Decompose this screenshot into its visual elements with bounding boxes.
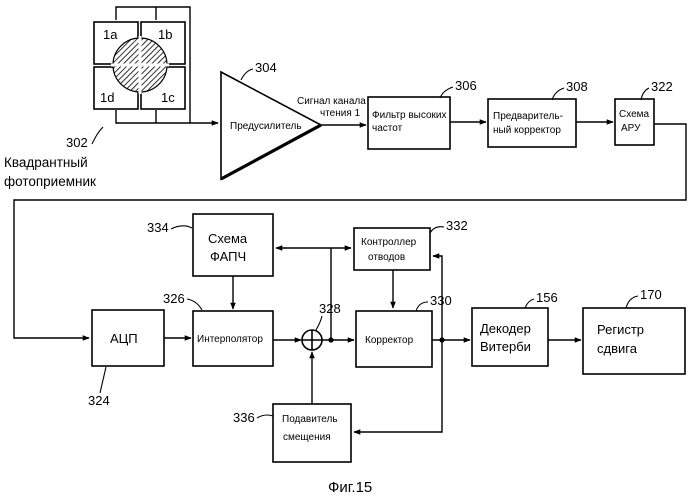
- pll-ref-leader: [171, 226, 192, 229]
- agc-circuit: Схема АРУ 322: [615, 79, 673, 145]
- photodetector-ref-leader: [92, 127, 103, 144]
- photodetector-label-line1: Квадрантный: [4, 155, 88, 170]
- tap-controller-box: [354, 228, 430, 270]
- quadrant-1c-label: 1c: [161, 90, 175, 105]
- shift-register-ref: 170: [640, 287, 662, 302]
- pre-equalizer-box: [488, 99, 576, 147]
- shift-register: Регистр сдвига 170: [583, 287, 685, 374]
- quadrant-1a-label: 1a: [103, 27, 118, 42]
- pll-label-line2: ФАПЧ: [210, 249, 246, 264]
- adder-ref: 328: [319, 301, 341, 316]
- viterbi-label-line2: Витерби: [480, 339, 531, 354]
- pre-eq-label-line2: ный корректор: [493, 125, 561, 136]
- pre-eq-ref: 308: [566, 79, 588, 94]
- hpf-label-line2: частот: [372, 123, 403, 134]
- offset-canceller-ref: 336: [233, 410, 255, 425]
- adc-ref-leader: [100, 367, 106, 393]
- photodetector-label-line2: фотоприемник: [4, 174, 96, 189]
- pre-equalizer: Предваритель- ный корректор 308: [488, 79, 588, 147]
- pre-eq-label-line1: Предваритель-: [493, 111, 563, 122]
- offset-canceller-ref-leader: [257, 415, 273, 418]
- pll-label-line1: Схема: [208, 231, 248, 246]
- agc-label-line2: АРУ: [621, 123, 641, 134]
- hpf-ref: 306: [455, 78, 477, 93]
- equalizer-label: Корректор: [365, 335, 414, 346]
- agc-ref: 322: [651, 79, 673, 94]
- figure-caption: Фиг.15: [328, 479, 372, 496]
- adc: АЦП 324: [88, 310, 164, 408]
- interpolator-ref-leader: [187, 299, 202, 310]
- preamplifier: Предусилитель 304: [221, 60, 321, 179]
- viterbi-box: [472, 308, 548, 366]
- viterbi-decoder: Декодер Витерби 156: [472, 290, 558, 366]
- pll-ref: 334: [147, 220, 169, 235]
- pre-eq-ref-leader: [552, 88, 564, 100]
- agc-box: [615, 99, 654, 145]
- tap-controller-label-line2: отводов: [368, 252, 405, 263]
- photodetector-ref: 302: [66, 135, 88, 150]
- shift-register-label-line1: Регистр: [597, 322, 644, 337]
- tap-controller-ref: 332: [446, 218, 468, 233]
- offset-canceller: Подавитель смещения 336: [233, 404, 351, 462]
- high-pass-filter: Фильтр высоких частот 306: [368, 78, 477, 149]
- hpf-label-line1: Фильтр высоких: [372, 110, 447, 121]
- agc-ref-leader: [641, 88, 649, 100]
- adc-label: АЦП: [110, 331, 138, 346]
- interpolator: Интерполятор 326: [163, 291, 273, 366]
- equalizer-ref: 330: [430, 293, 452, 308]
- quadrant-photodetector: 1a 1b 1d 1c 302 Квадрантный фотоприемник: [4, 7, 190, 189]
- preamplifier-label: Предусилитель: [230, 121, 302, 132]
- preamplifier-ref: 304: [255, 60, 277, 75]
- equalizer: Корректор 330: [356, 293, 452, 367]
- adder-ref-leader: [316, 316, 322, 330]
- quadrant-1d-label: 1d: [100, 90, 114, 105]
- tap-controller: Контроллер отводов 332: [354, 218, 468, 270]
- interpolator-ref: 326: [163, 291, 185, 306]
- interpolator-label: Интерполятор: [197, 334, 263, 345]
- quadrant-1b-label: 1b: [158, 27, 172, 42]
- adder: 328: [302, 301, 341, 350]
- preamplifier-ref-leader: [241, 69, 253, 80]
- tap-controller-ref-leader: [430, 227, 444, 233]
- shift-register-ref-leader: [626, 296, 638, 308]
- viterbi-ref-leader: [525, 299, 534, 308]
- wire-agc-to-adc: [14, 124, 686, 338]
- viterbi-label-line1: Декодер: [480, 321, 531, 336]
- offset-canceller-label-line2: смещения: [283, 432, 331, 443]
- pll-circuit: Схема ФАПЧ 334: [147, 214, 273, 276]
- viterbi-ref: 156: [536, 290, 558, 305]
- detector-bus-bottom: [116, 110, 190, 123]
- tap-controller-label-line1: Контроллер: [361, 237, 417, 248]
- equalizer-ref-leader: [416, 302, 428, 311]
- offset-canceller-label-line1: Подавитель: [282, 414, 338, 425]
- read-signal-label-line1: Сигнал канала: [297, 96, 366, 107]
- agc-label-line1: Схема: [619, 109, 650, 120]
- read-signal-label-line2: чтения 1: [320, 108, 361, 119]
- shift-register-label-line2: сдвига: [597, 341, 638, 356]
- adc-ref: 324: [88, 393, 110, 408]
